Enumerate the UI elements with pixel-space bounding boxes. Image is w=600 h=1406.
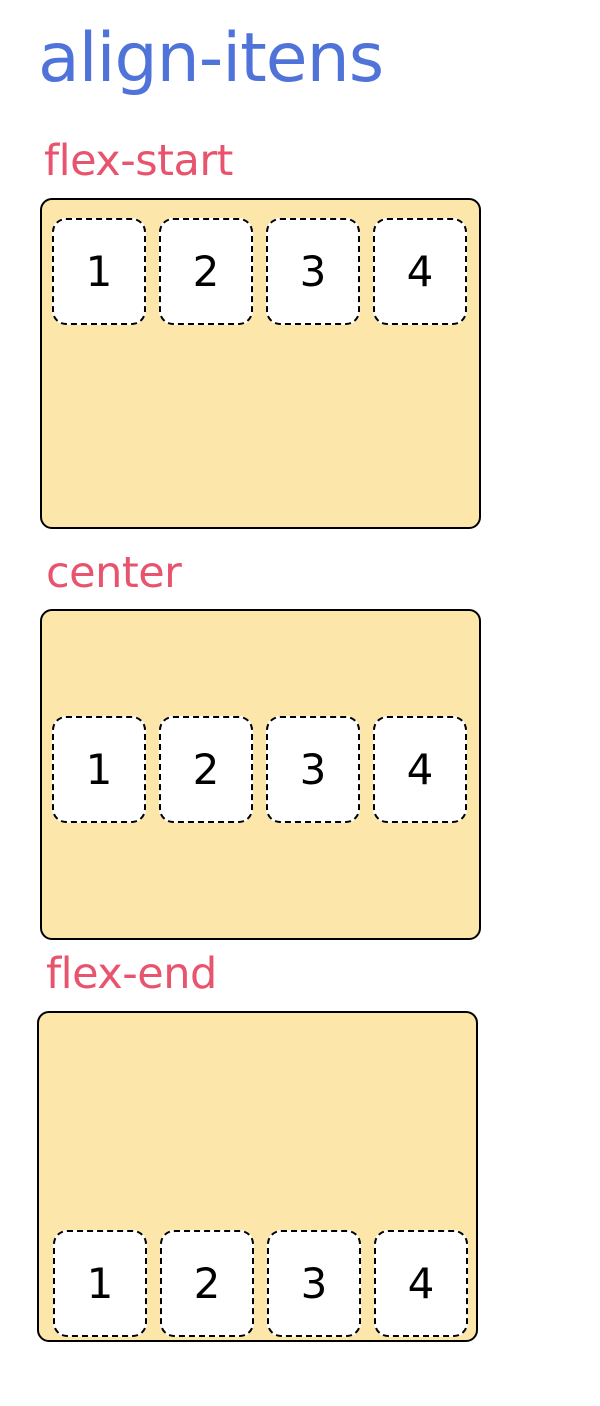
item-2: 2	[159, 716, 253, 823]
container-flex-start: 1 2 3 4	[40, 198, 481, 529]
item-1: 1	[52, 218, 146, 325]
item-1: 1	[53, 1230, 147, 1337]
item-2: 2	[159, 218, 253, 325]
item-3: 3	[266, 716, 360, 823]
diagram-title: align-itens	[38, 19, 384, 98]
label-flex-end: flex-end	[46, 949, 217, 999]
container-center: 1 2 3 4	[40, 609, 481, 940]
container-flex-end: 1 2 3 4	[37, 1011, 478, 1342]
item-3: 3	[266, 218, 360, 325]
label-center: center	[46, 548, 182, 598]
item-3: 3	[267, 1230, 361, 1337]
item-4: 4	[374, 1230, 468, 1337]
label-flex-start: flex-start	[44, 136, 233, 186]
item-1: 1	[52, 716, 146, 823]
item-4: 4	[373, 218, 467, 325]
item-2: 2	[160, 1230, 254, 1337]
item-4: 4	[373, 716, 467, 823]
